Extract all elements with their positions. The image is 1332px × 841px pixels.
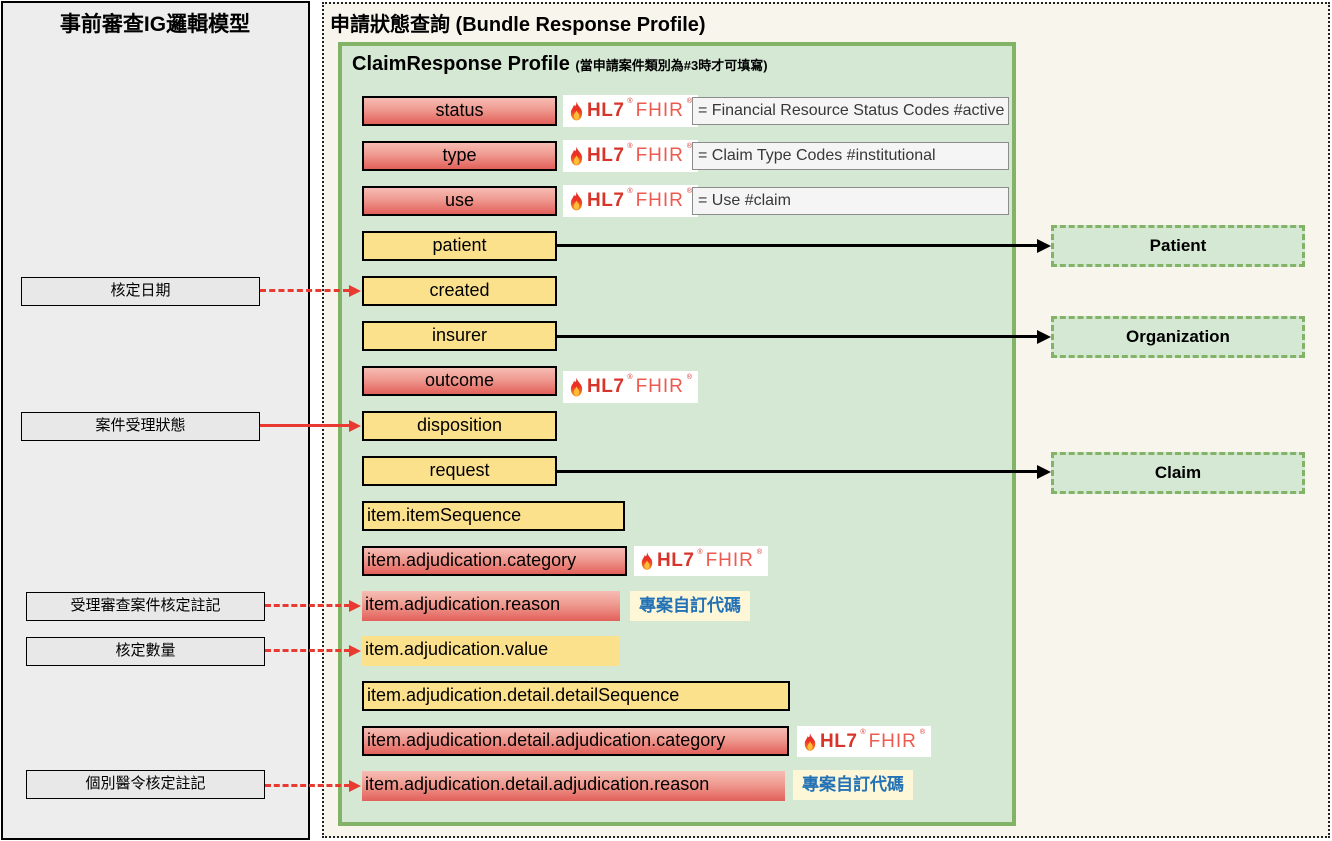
arrow-insurer-to-organization-resource	[557, 335, 1040, 338]
mapping-label-case-status: 案件受理狀態	[21, 412, 260, 441]
field-item-adjudication-value: item.adjudication.value	[362, 636, 620, 666]
field-outcome: outcome	[362, 366, 557, 396]
field-status: status	[362, 96, 557, 126]
red-arrowhead-icon	[349, 420, 361, 432]
hl7-fhir-logo: HL7® FHIR®	[797, 726, 932, 757]
field-created: created	[362, 276, 557, 306]
resource-box-organization: Organization	[1051, 316, 1305, 358]
hl7-fhir-logo: HL7® FHIR®	[563, 185, 699, 217]
fixed-value-type: = Claim Type Codes #institutional	[692, 142, 1009, 170]
registered-mark: ®	[627, 143, 633, 150]
hl7-logo-text: HL7	[587, 100, 625, 121]
field-patient: patient	[362, 231, 557, 261]
fhir-logo-text: FHIR	[705, 550, 754, 571]
mapping-label-order-approval-note: 個別醫令核定註記	[26, 770, 265, 799]
fhir-logo-text: FHIR	[635, 376, 684, 397]
flame-icon	[804, 732, 816, 751]
field-use: use	[362, 186, 557, 216]
fixed-value-use: = Use #claim	[692, 187, 1009, 215]
field-item-adjudication-detail-adjudication-reason: item.adjudication.detail.adjudication.re…	[362, 771, 785, 801]
fhir-logo-text: FHIR	[635, 100, 684, 121]
hl7-logo-text: HL7	[657, 550, 695, 571]
mapping-label-approved-quantity: 核定數量	[26, 637, 265, 666]
solid-arrow-case-status-to-disposition	[260, 424, 350, 427]
registered-mark: ®	[756, 549, 763, 556]
hl7-fhir-logo: HL7® FHIR®	[563, 140, 699, 172]
arrowhead-icon	[1037, 330, 1051, 344]
dashed-arrow-approval-date-to-created	[260, 289, 349, 292]
right-panel-title: 申請狀態查詢 (Bundle Response Profile)	[330, 14, 706, 36]
dashed-arrow-quantity-to-adjudication-value	[265, 649, 350, 652]
flame-icon	[570, 191, 583, 211]
arrow-patient-to-patient-resource	[557, 244, 1040, 247]
field-type: type	[362, 141, 557, 171]
registered-mark: ®	[697, 549, 703, 556]
dashed-arrow-review-note-to-adjudication-reason	[265, 604, 350, 607]
hl7-logo-text: HL7	[587, 190, 625, 211]
registered-mark: ®	[686, 188, 693, 195]
fhir-logo-text: FHIR	[635, 190, 684, 211]
field-item-itemsequence: item.itemSequence	[362, 501, 625, 531]
hl7-logo-text: HL7	[587, 145, 625, 166]
flame-icon	[570, 146, 583, 166]
dashed-arrow-order-note-to-detail-adjudication-reason	[265, 784, 350, 787]
registered-mark: ®	[686, 143, 693, 150]
registered-mark: ®	[919, 729, 926, 736]
custom-code-badge: 專案自訂代碼	[630, 591, 750, 621]
fixed-value-status: = Financial Resource Status Codes #activ…	[692, 97, 1009, 125]
field-item-adjudication-reason: item.adjudication.reason	[362, 591, 620, 621]
hl7-logo-text: HL7	[820, 730, 858, 752]
red-arrowhead-icon	[349, 285, 361, 297]
flame-icon	[641, 552, 653, 570]
registered-mark: ®	[627, 188, 633, 195]
registered-mark: ®	[686, 98, 693, 105]
hl7-fhir-logo: HL7® FHIR®	[634, 546, 769, 576]
red-arrowhead-icon	[349, 780, 361, 792]
claimresponse-profile-title: ClaimResponse Profile (當申請案件類別為#3時才可填寫)	[352, 53, 768, 76]
mapping-label-review-approval-note: 受理審查案件核定註記	[26, 592, 265, 621]
hl7-fhir-logo: HL7® FHIR®	[563, 371, 699, 403]
field-request: request	[362, 456, 557, 486]
left-panel-title: 事前審查IG邏輯模型	[59, 13, 251, 36]
arrowhead-icon	[1037, 465, 1051, 479]
arrowhead-icon	[1037, 239, 1051, 253]
field-insurer: insurer	[362, 321, 557, 351]
hl7-fhir-logo: HL7® FHIR®	[563, 95, 699, 127]
arrow-request-to-claim-resource	[557, 470, 1040, 473]
flame-icon	[570, 377, 583, 397]
flame-icon	[570, 101, 583, 121]
resource-box-claim: Claim	[1051, 452, 1305, 494]
red-arrowhead-icon	[349, 600, 361, 612]
field-item-adjudication-detail-adjudication-category: item.adjudication.detail.adjudication.ca…	[362, 726, 789, 756]
red-arrowhead-icon	[349, 645, 361, 657]
fhir-logo-text: FHIR	[868, 730, 917, 752]
hl7-logo-text: HL7	[587, 376, 625, 397]
registered-mark: ®	[860, 729, 866, 736]
fhir-logo-text: FHIR	[635, 145, 684, 166]
registered-mark: ®	[627, 98, 633, 105]
field-item-adjudication-category: item.adjudication.category	[362, 546, 627, 576]
profile-title-text: ClaimResponse Profile	[352, 53, 570, 75]
registered-mark: ®	[686, 374, 693, 381]
profile-title-note: (當申請案件類別為#3時才可填寫)	[575, 58, 768, 73]
registered-mark: ®	[627, 374, 633, 381]
mapping-label-approval-date: 核定日期	[21, 277, 260, 306]
field-disposition: disposition	[362, 411, 557, 441]
field-item-adjudication-detail-detailsequence: item.adjudication.detail.detailSequence	[362, 681, 790, 711]
resource-box-patient: Patient	[1051, 225, 1305, 267]
custom-code-badge: 專案自訂代碼	[793, 770, 913, 800]
